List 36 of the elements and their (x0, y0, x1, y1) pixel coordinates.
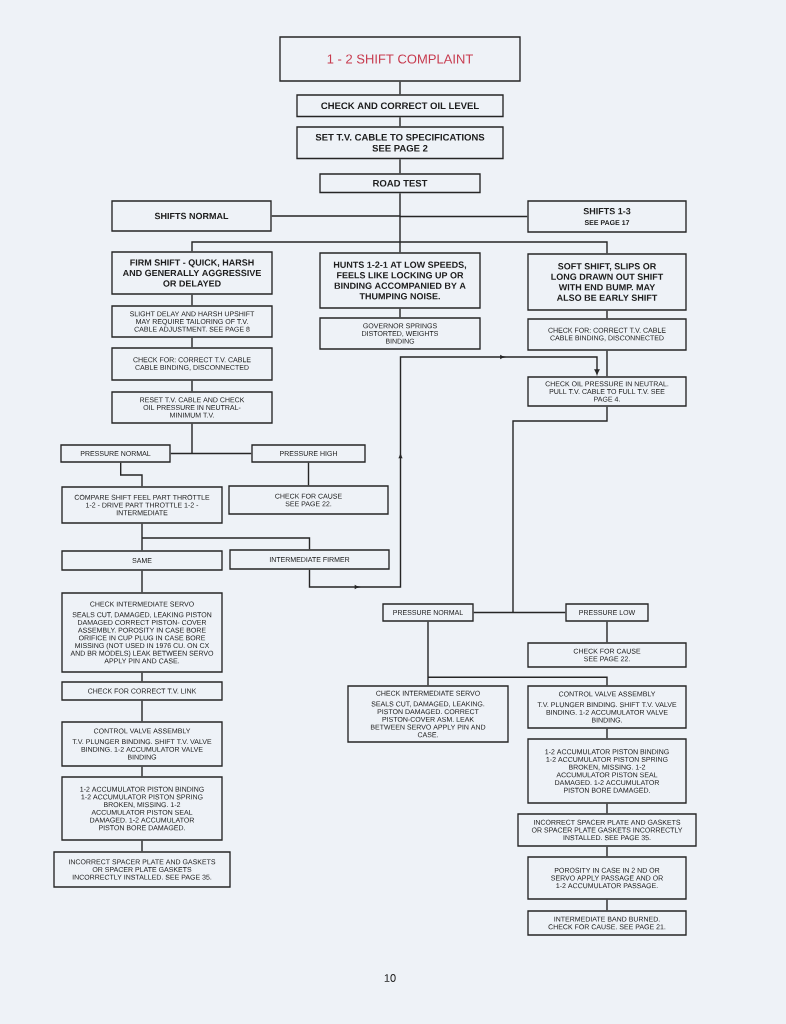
connector-line (399, 308, 401, 319)
title-box: 1 - 2 SHIFT COMPLAINT (279, 36, 521, 82)
connector-line (141, 699, 143, 723)
connector-line (141, 839, 143, 853)
connector-line (191, 337, 193, 349)
connector-line (141, 569, 143, 594)
connector-line (141, 671, 143, 683)
connector-line (399, 158, 401, 175)
connector-line (606, 350, 608, 378)
connector-line (169, 423, 253, 455)
connector-line (307, 462, 310, 487)
process-box: CHECK AND CORRECT OIL LEVEL (296, 94, 504, 118)
connector-line (606, 310, 608, 320)
connector-line (399, 116, 401, 128)
connector-line (606, 845, 608, 858)
connector-line (120, 462, 143, 488)
connector-line (606, 620, 608, 644)
process-box: SHIFTS NORMAL (111, 200, 272, 232)
connector-line (191, 294, 193, 307)
connector-line (606, 727, 608, 740)
connector-line (606, 898, 608, 912)
process-box: ROAD TEST (319, 173, 481, 194)
connector-line (606, 802, 608, 815)
connector-line (191, 380, 193, 393)
process-box: HUNTS 1-2-1 AT LOW SPEEDS, FEELS LIKE LOCKING UP OR BINDING ACCOMPANIED BY A THUMPING NOISE. (319, 252, 481, 309)
page-number: 10 (384, 974, 396, 982)
process-box: FIRM SHIFT - QUICK, HARSH AND GENERALLY AGGRESSIVE OR DELAYED (111, 251, 273, 295)
connector-line (141, 522, 311, 552)
process-box: SET T.V. CABLE TO SPECIFICATIONS SEE PAGE 2 (296, 126, 504, 160)
arrow (308, 355, 600, 589)
process-box: SOFT SHIFT, SLIPS OR LONG DRAWN OUT SHIFT WITH END BUMP. MAY ALSO BE EARLY SHIFT (527, 253, 687, 311)
connector-line (399, 81, 401, 96)
connector-line (427, 620, 608, 687)
connector-line (141, 765, 143, 778)
connector-line (472, 406, 608, 614)
connector-line (191, 192, 608, 255)
